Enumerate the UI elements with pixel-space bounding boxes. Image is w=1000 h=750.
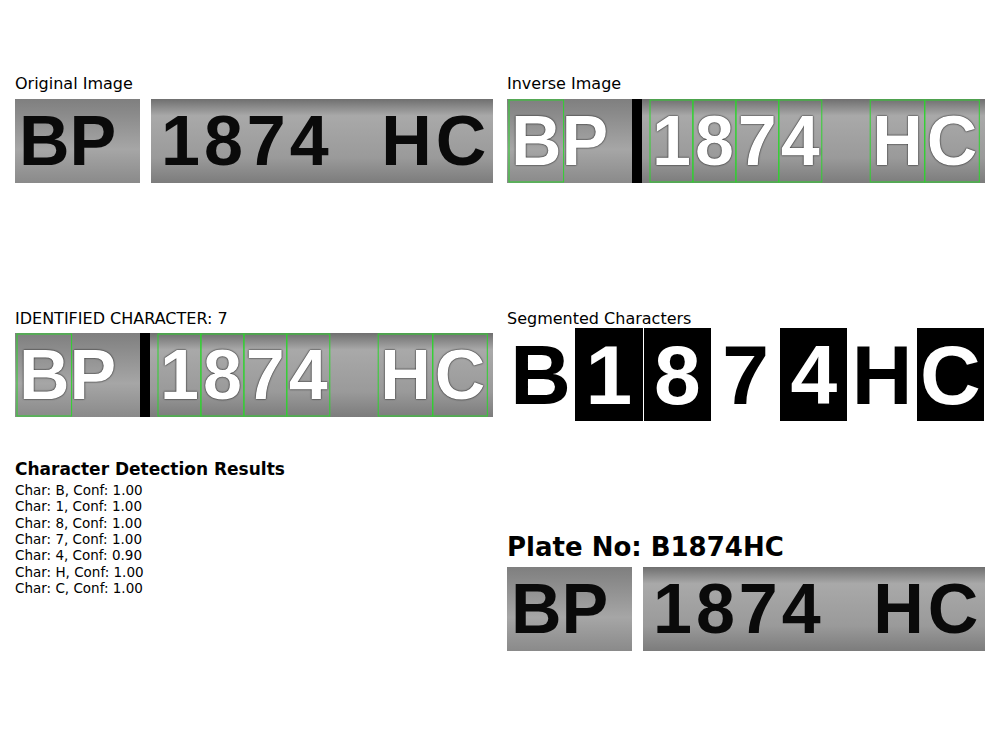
- panel-title: Character Detection Results: [15, 459, 285, 479]
- segmented-character: 7: [722, 333, 769, 417]
- plate-characters: 1874 HC: [161, 106, 490, 176]
- detection-box: [509, 100, 564, 182]
- plate-piece: 1874 HC: [643, 567, 985, 651]
- detection-box: [779, 100, 822, 182]
- panel-title: Segmented Characters: [507, 309, 691, 328]
- result-line: Char: B, Conf: 1.00: [15, 482, 143, 498]
- plate-image: BP 1874 HC: [15, 99, 493, 183]
- detection-box: [378, 334, 433, 416]
- panel-title: Inverse Image: [507, 74, 621, 93]
- plate-gap: [140, 99, 151, 183]
- segmented-character: H: [852, 333, 913, 417]
- result-line: Char: 1, Conf: 1.00: [15, 498, 142, 514]
- plate-image: BP 1874 HC: [507, 99, 985, 183]
- detection-box: [287, 334, 330, 416]
- segmented-tile: 7: [712, 328, 779, 421]
- detection-box: [870, 100, 925, 182]
- detection-box: [650, 100, 693, 182]
- plate-piece: BP: [507, 567, 632, 651]
- plate-characters: 1874 HC: [160, 340, 489, 410]
- plate-piece: BP: [15, 99, 140, 183]
- result-line: Char: H, Conf: 1.00: [15, 564, 144, 580]
- detection-box: [244, 334, 287, 416]
- segmented-tile: 8: [644, 328, 711, 421]
- result-line: Char: 8, Conf: 1.00: [15, 515, 142, 531]
- detection-box: [925, 100, 980, 182]
- segmented-character: C: [920, 333, 981, 417]
- panel-title: IDENTIFIED CHARACTER: 7: [15, 309, 228, 328]
- plate-piece: BP: [15, 333, 140, 417]
- panel-title: Plate No: B1874HC: [507, 532, 784, 562]
- plate-characters: BP: [19, 106, 116, 176]
- plate-characters: BP: [511, 574, 608, 644]
- detection-box: [736, 100, 779, 182]
- segmented-character: 1: [586, 333, 633, 417]
- plate-piece: BP: [507, 99, 632, 183]
- segmented-character: 4: [790, 333, 837, 417]
- detection-box: [158, 334, 201, 416]
- segmented-character: 8: [654, 333, 701, 417]
- plate-piece: 1874 HC: [642, 99, 985, 183]
- segmented-character: B: [510, 333, 571, 417]
- segmented-tile: B: [507, 328, 574, 421]
- plate-piece: 1874 HC: [151, 99, 493, 183]
- detection-box: [693, 100, 736, 182]
- plate-characters: 1874 HC: [653, 574, 982, 644]
- segmented-tile: H: [848, 328, 915, 421]
- plate-piece: 1874 HC: [150, 333, 493, 417]
- panel-title: Original Image: [15, 74, 133, 93]
- result-line: Char: 7, Conf: 1.00: [15, 531, 142, 547]
- segmented-strip: B1874HC: [507, 328, 985, 421]
- segmented-tile: 4: [780, 328, 847, 421]
- detection-box: [433, 334, 488, 416]
- plate-gap: [632, 99, 642, 183]
- detection-box: [201, 334, 244, 416]
- result-line: Char: C, Conf: 1.00: [15, 580, 143, 596]
- plate-image: BP 1874 HC: [15, 333, 493, 417]
- plate-gap: [632, 567, 643, 651]
- segmented-tile: 1: [575, 328, 642, 421]
- plate-image: BP 1874 HC: [507, 567, 985, 651]
- segmented-tile: C: [917, 328, 984, 421]
- detection-box: [17, 334, 72, 416]
- plate-characters: BP: [19, 340, 116, 410]
- plate-characters: BP: [511, 106, 608, 176]
- plate-characters: 1874 HC: [652, 106, 981, 176]
- result-line: Char: 4, Conf: 0.90: [15, 547, 142, 563]
- plate-gap: [140, 333, 150, 417]
